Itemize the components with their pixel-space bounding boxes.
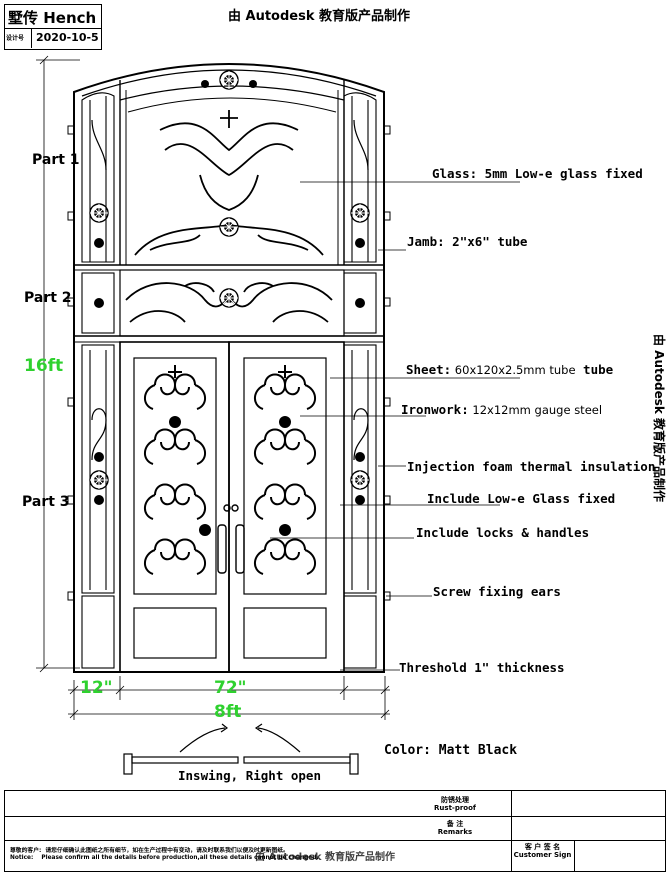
- sidelite-ornaments: [89, 119, 370, 505]
- height-label: 16ft: [24, 356, 64, 376]
- swing-note: Inswing, Right open: [178, 768, 321, 783]
- transom-rosette: [219, 217, 239, 237]
- callout-sheet: Sheet: 60x120x2.5mm tube tube: [406, 362, 614, 377]
- notice-chinese: 尊敬的客户: 请您仔细确认此图纸之所有细节，如在生产过程中有变动，请及时联系我们…: [10, 848, 289, 854]
- title-block: [4, 4, 102, 50]
- callout-insulation: Injection foam thermal insulation: [407, 459, 656, 474]
- door-frame: [73, 63, 385, 673]
- callout-lowe-glass: Include Low-e Glass fixed: [427, 491, 616, 506]
- part3-label: Part 3: [22, 494, 70, 510]
- callout-glass: Glass: 5mm Low-e glass fixed: [432, 166, 643, 181]
- door-glass-ironwork: [143, 365, 317, 575]
- sidelite-width-label: 12": [80, 678, 113, 698]
- right-door-leaf: [228, 341, 345, 673]
- notice-english: Notice: Please confirm all the details b…: [10, 855, 319, 861]
- callout-locks: Include locks & handles: [416, 525, 590, 540]
- part1-label: Part 1: [32, 152, 80, 168]
- left-sidelite: [81, 92, 115, 669]
- door-handles: [217, 504, 245, 574]
- leader-lines: [270, 181, 520, 671]
- design-date: 2020-10-5: [36, 31, 99, 44]
- right-sidelite: [343, 92, 377, 669]
- color-note: Color: Matt Black: [384, 743, 518, 758]
- title-cell-divider: [31, 29, 32, 48]
- width-dimension: [68, 676, 390, 720]
- height-dimension: [36, 55, 80, 673]
- swing-plan: [123, 723, 359, 775]
- callout-ears: Screw fixing ears: [433, 584, 561, 599]
- brand-name: 墅传 Hench: [8, 9, 97, 27]
- callout-ironwork: Ironwork: 12x12mm gauge steel: [401, 402, 603, 417]
- watermark-top: 由 Autodesk 教育版产品制作: [228, 9, 411, 24]
- left-door-leaf: [119, 341, 230, 673]
- watermark-footer: 由 Autodesk 教育版产品制作: [255, 852, 396, 863]
- total-width-label: 8ft: [214, 702, 242, 722]
- arch-rosette: [219, 70, 239, 90]
- door-width-label: 72": [214, 678, 247, 698]
- title-divider: [4, 28, 101, 29]
- band-rosette: [219, 288, 239, 308]
- part2-label: Part 2: [24, 290, 72, 306]
- callout-threshold: Threshold 1" thickness: [399, 660, 565, 675]
- door-drawing: [36, 55, 520, 775]
- design-number-label: 设计号: [6, 35, 25, 42]
- callout-jamb: Jamb: 2"x6" tube: [407, 234, 528, 249]
